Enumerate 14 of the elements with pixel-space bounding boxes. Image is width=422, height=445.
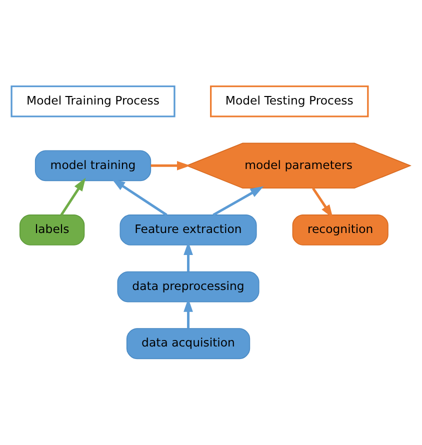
- arrow: [212, 186, 264, 216]
- arrow: [312, 188, 333, 218]
- arrow: [60, 178, 86, 216]
- node-box: data acquisition: [126, 328, 250, 360]
- node-box: labels: [19, 214, 85, 246]
- arrow: [184, 242, 193, 272]
- node-box: Model Testing Process: [210, 86, 369, 118]
- node-box: Feature extraction: [120, 214, 257, 246]
- node-box: model training: [34, 150, 152, 182]
- node-box: data preprocessing: [117, 271, 260, 302]
- arrow: [112, 178, 168, 216]
- arrow: [150, 161, 190, 170]
- node-box: Model Training Process: [10, 86, 176, 118]
- node-box: recognition: [292, 214, 388, 246]
